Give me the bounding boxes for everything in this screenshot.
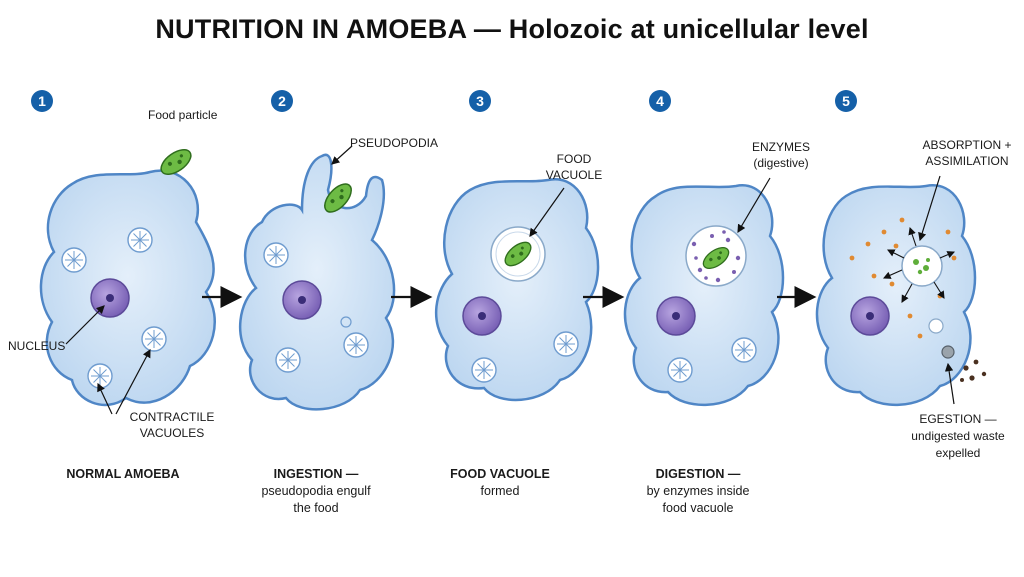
label-contractile-1: CONTRACTILE — [129, 410, 215, 424]
caption-step-2-sub2: the food — [293, 501, 339, 515]
caption-step-3: FOOD VACUOLE formed — [450, 466, 550, 500]
step-badge-2: 2 — [271, 90, 293, 112]
caption-step-1: NORMAL AMOEBA — [66, 466, 179, 483]
label-nucleus: NUCLEUS — [8, 339, 66, 353]
cell-2-ingestion — [238, 153, 396, 411]
caption-step-4-sub2: food vacuole — [662, 501, 734, 515]
step-badge-3: 3 — [469, 90, 491, 112]
caption-step-4: DIGESTION — by enzymes inside food vacuo… — [647, 466, 750, 517]
label-food-vacuole-2: VACUOLE — [545, 168, 603, 182]
caption-step-4-head: DIGESTION — — [655, 467, 741, 481]
cell-4-digestion — [623, 184, 785, 407]
cell-3-food-vacuole — [434, 177, 600, 402]
caption-step-1-head: NORMAL AMOEBA — [66, 467, 180, 481]
label-absorption-1: ABSORPTION + — [922, 138, 1012, 152]
label-enzymes-2: (digestive) — [753, 156, 809, 170]
cell-1-normal-amoeba — [39, 169, 216, 407]
caption-step-2-sub: pseudopodia engulf — [261, 484, 371, 498]
caption-step-3-sub: formed — [480, 484, 520, 498]
cell-5-absorption-egestion — [815, 184, 987, 407]
caption-step-4-sub: by enzymes inside — [646, 484, 750, 498]
label-egestion-1: EGESTION — — [919, 412, 997, 426]
label-absorption-2: ASSIMILATION — [925, 154, 1009, 168]
step-badge-5: 5 — [835, 90, 857, 112]
label-enzymes-1: ENZYMES — [751, 140, 811, 154]
label-pseudopodia: PSEUDOPODIA — [350, 136, 439, 150]
step-badge-4: 4 — [649, 90, 671, 112]
leader-lines — [65, 145, 955, 415]
label-egestion-3: expelled — [935, 446, 981, 460]
caption-step-2: INGESTION — pseudopodia engulf the food — [261, 466, 370, 517]
page-title: NUTRITION IN AMOEBA — Holozoic at unicel… — [155, 14, 869, 44]
label-food-particle: Food particle — [148, 108, 218, 122]
caption-step-3-head: FOOD VACUOLE — [450, 467, 550, 481]
label-egestion-2: undigested waste — [911, 429, 1005, 443]
label-contractile-2: VACUOLES — [139, 426, 205, 440]
label-food-vacuole-1: FOOD — [556, 152, 592, 166]
step-badge-1: 1 — [31, 90, 53, 112]
caption-step-2-head: INGESTION — — [273, 467, 359, 481]
